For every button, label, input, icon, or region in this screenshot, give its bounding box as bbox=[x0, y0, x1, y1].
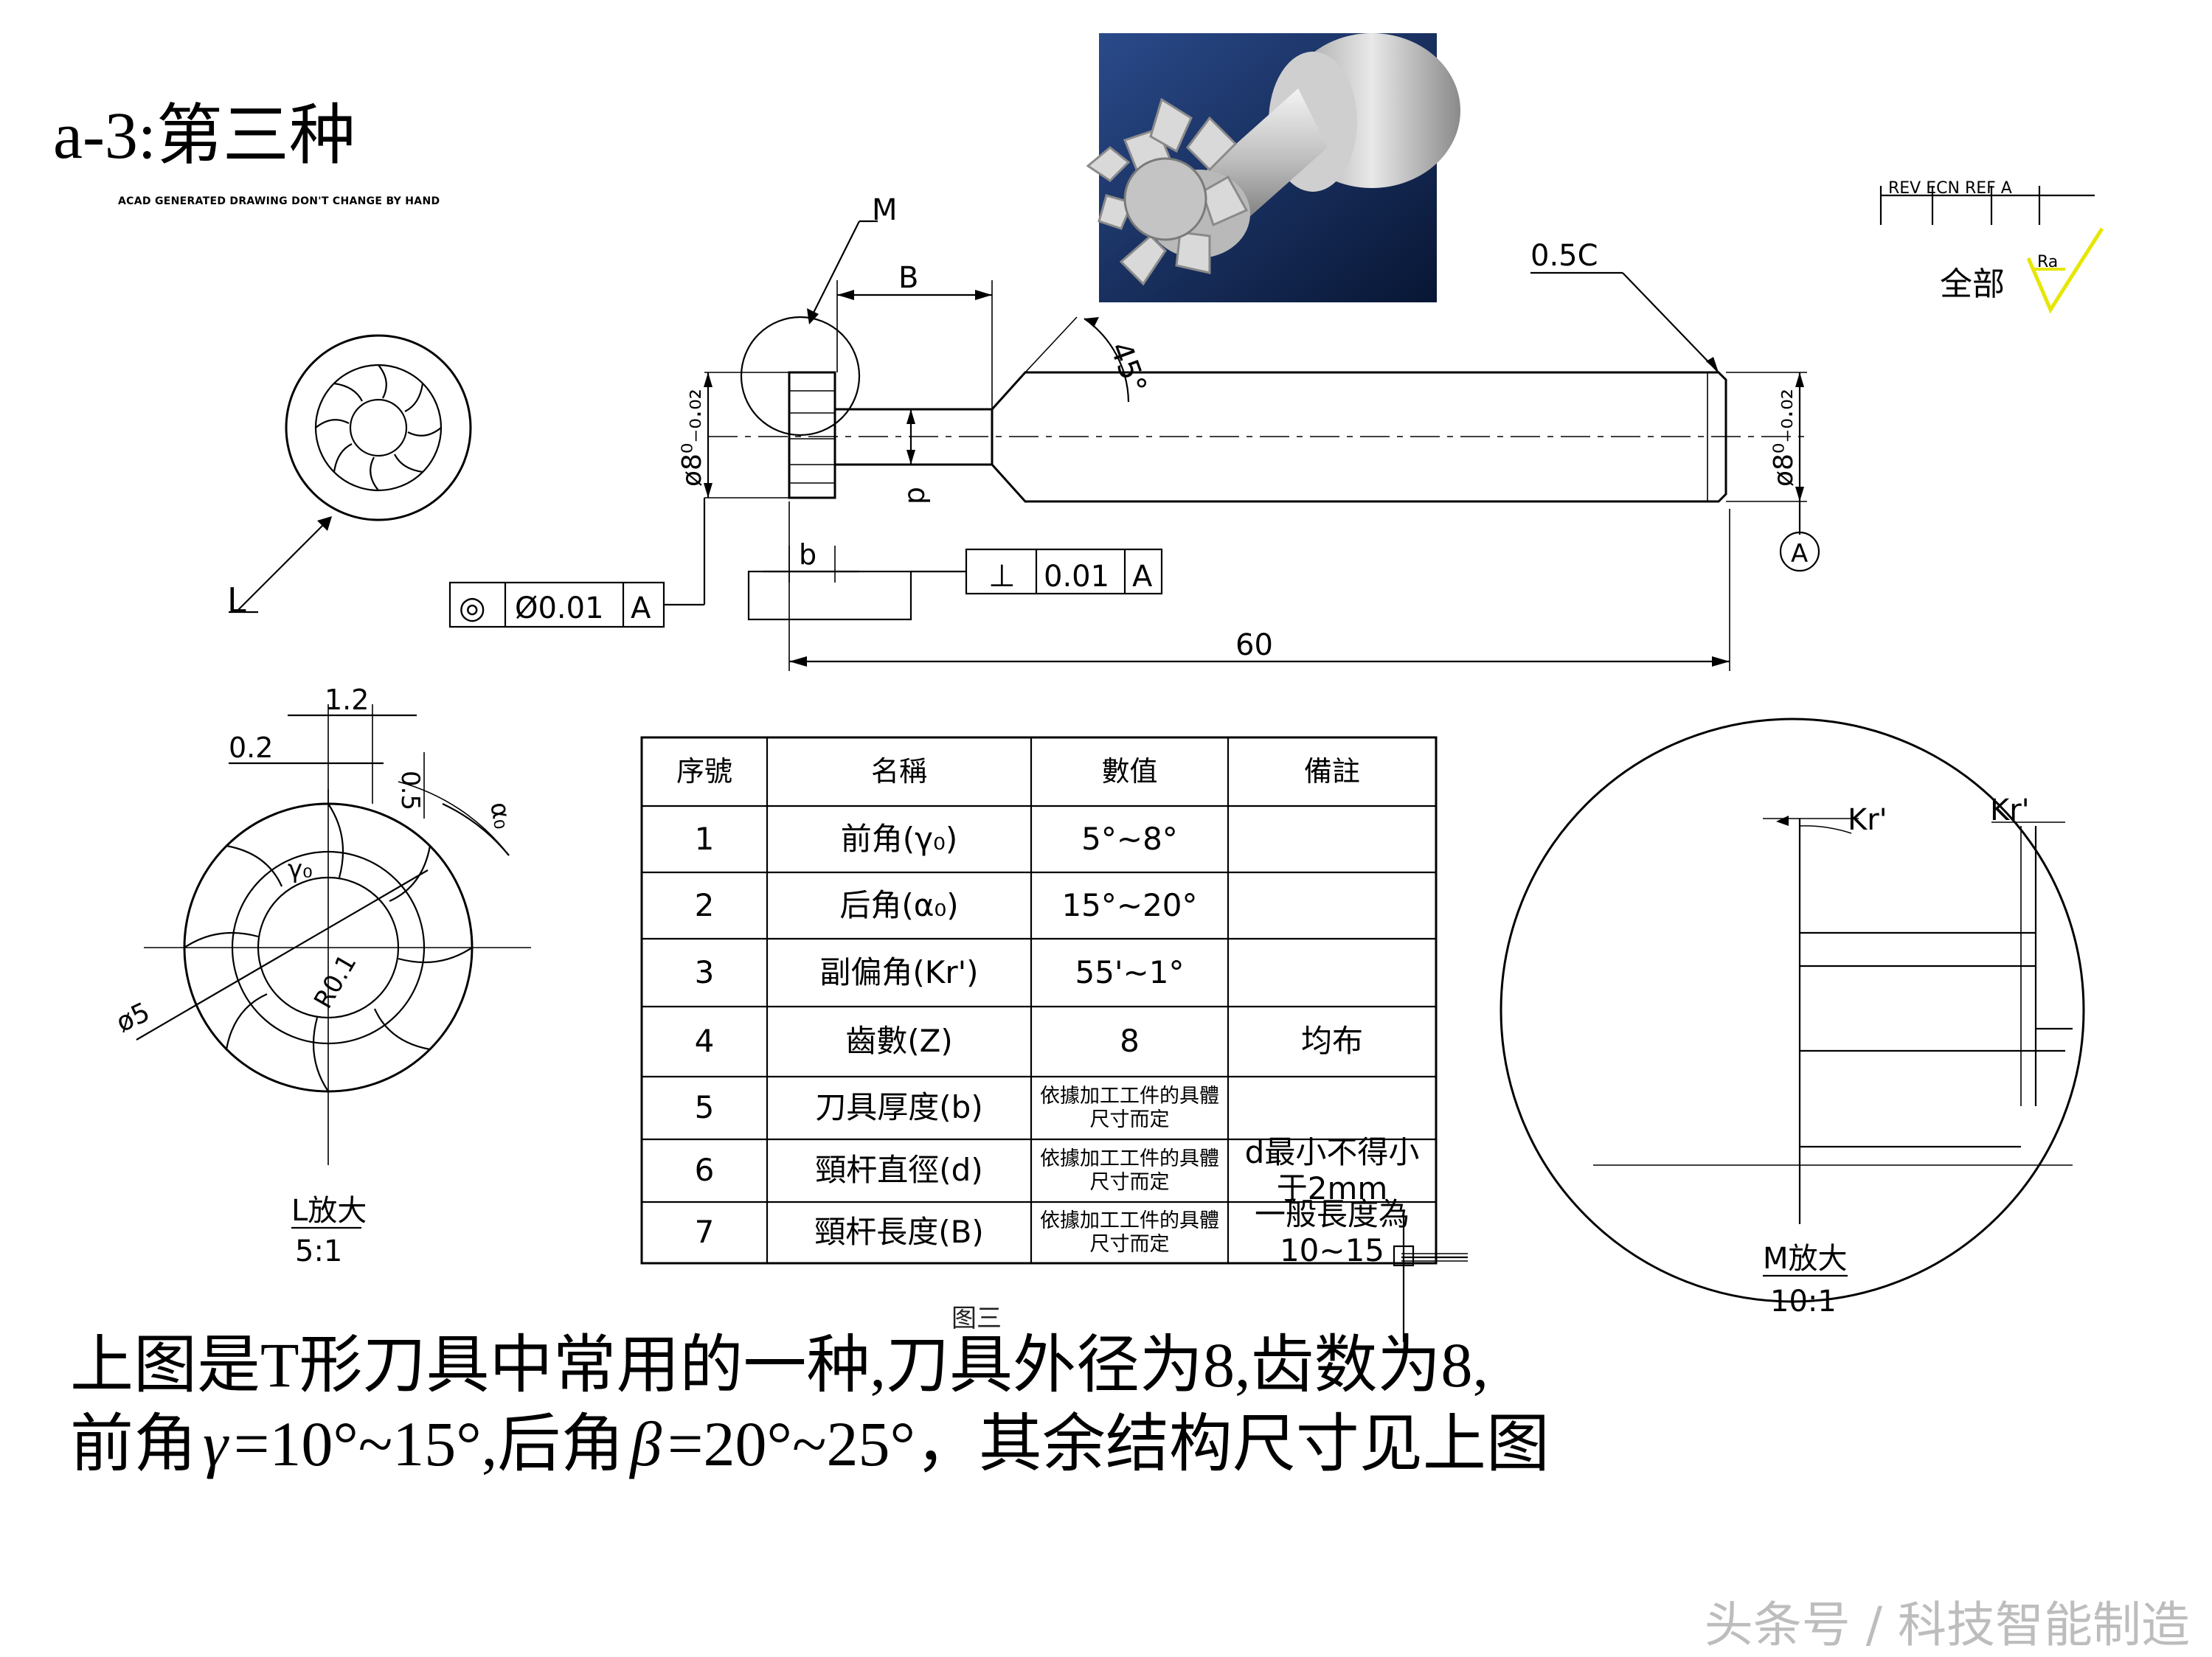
acad-note: ACAD GENERATED DRAWING DON'T CHANGE BY H… bbox=[118, 195, 440, 207]
cutter-render-image bbox=[1086, 33, 1460, 302]
table-header: 名稱 bbox=[870, 754, 927, 788]
table-cell: 副偏角(Kr') bbox=[819, 953, 979, 990]
table-cell-index: 7 bbox=[694, 1214, 715, 1251]
section-dim-3: 0.5 bbox=[395, 771, 425, 810]
table-cell-index: 5 bbox=[694, 1089, 715, 1126]
page-title: a-3:第三种 bbox=[53, 100, 356, 173]
perpendicularity-datum: A bbox=[1132, 560, 1153, 594]
table-cell-index: 2 bbox=[694, 886, 715, 923]
table-cell: 頸杆長度(B) bbox=[814, 1214, 984, 1251]
perpendicularity-value: 0.01 bbox=[1044, 560, 1109, 594]
table-cell bbox=[1228, 806, 1436, 872]
revision-block: REV ECN REF A bbox=[1879, 179, 2095, 225]
table-cell: 依據加工工件的具體尺寸而定 bbox=[1040, 1085, 1219, 1131]
figure-label: 图三 bbox=[951, 1304, 1002, 1333]
parameter-table bbox=[640, 736, 1438, 1265]
chamfer-angle: 45° bbox=[1103, 338, 1153, 398]
section-view-L: 1.2 0.2 0.5 α₀ γ₀ ø5 R0.1 L放大 5:1 bbox=[111, 684, 531, 1268]
table-cell: d最小不得小于2mm bbox=[1244, 1134, 1420, 1206]
detail-caption-bottom: 10:1 bbox=[1770, 1285, 1837, 1319]
table-cell bbox=[1228, 872, 1436, 939]
table-cell: 55'~1° bbox=[1075, 953, 1185, 990]
section-caption-bottom: 5:1 bbox=[295, 1234, 342, 1268]
datum-A: A bbox=[1791, 539, 1808, 569]
table-cell: 15°~20° bbox=[1061, 886, 1198, 923]
table-cell: 5°~8° bbox=[1081, 820, 1178, 857]
detail-caption-top: M放大 bbox=[1763, 1242, 1848, 1276]
table-cell-index: 4 bbox=[694, 1023, 715, 1060]
table-cell bbox=[1228, 939, 1436, 1007]
chamfer-callout: 0.5C bbox=[1530, 239, 1598, 273]
roughness-label: 全部 bbox=[1940, 265, 2005, 303]
concentricity-datum: A bbox=[631, 591, 651, 625]
caption-line-2: 前角γ=10°~15°,后角β=20°~25°，其余结构尺寸见上图 bbox=[70, 1412, 1550, 1476]
caption-gamma: γ bbox=[203, 1408, 228, 1479]
perpendicularity-symbol: ⊥ bbox=[988, 557, 1016, 594]
table-cell-index: 3 bbox=[694, 953, 715, 990]
table-cell: 8 bbox=[1120, 1023, 1140, 1060]
cursor-crosshair bbox=[1393, 1209, 1468, 1342]
dim-B: B bbox=[898, 261, 918, 295]
table-cell: 一般長度為10~15 bbox=[1254, 1196, 1410, 1268]
detail-M-label: M bbox=[872, 193, 898, 227]
table-header: 序號 bbox=[676, 754, 732, 788]
tolerance-perpendicularity: ⊥ 0.01 A bbox=[911, 548, 1163, 595]
dim-60: 60 bbox=[1235, 628, 1273, 662]
table-cell-index: 1 bbox=[694, 820, 715, 857]
concentricity-symbol: ◎ bbox=[459, 589, 486, 625]
detail-view-M: Kr' Kr' M放大 10:1 bbox=[1499, 718, 2085, 1319]
caption-line-1: 上图是T形刀具中常用的一种,刀具外径为8,齿数为8, bbox=[70, 1330, 1489, 1400]
side-view: M B d ø8⁰₋₀.₀₂ ø8⁰₋₀.₀₂ 45° bbox=[677, 193, 1820, 671]
table-cell: 依據加工工件的具體尺寸而定 bbox=[1040, 1209, 1219, 1256]
kr-left: Kr' bbox=[1848, 803, 1887, 837]
watermark: 头条号 / 科技智能制造 bbox=[1704, 1597, 2190, 1653]
table-cell bbox=[1228, 1077, 1436, 1139]
end-view-L: L bbox=[227, 334, 472, 620]
table-cell: 后角(α₀) bbox=[839, 886, 959, 923]
table-header: 數值 bbox=[1101, 754, 1158, 788]
dim-b: b bbox=[799, 538, 817, 571]
table-cell: 前角(γ₀) bbox=[840, 820, 958, 857]
table-cell: 依據加工工件的具體尺寸而定 bbox=[1040, 1147, 1219, 1194]
concentricity-value: Ø0.01 bbox=[515, 591, 604, 625]
table-cell: 刀具厚度(b) bbox=[815, 1089, 983, 1126]
detail-L-label: L bbox=[227, 580, 246, 620]
table-cell: 頸杆直徑(d) bbox=[815, 1152, 983, 1189]
caption-2b: =10°~15°,后角 bbox=[233, 1408, 625, 1479]
gamma-label: γ₀ bbox=[288, 855, 313, 884]
section-caption-top: L放大 bbox=[291, 1194, 367, 1228]
kr-right: Kr' bbox=[1990, 793, 2030, 827]
dim-d: d bbox=[902, 487, 935, 504]
table-cell-index: 6 bbox=[694, 1152, 715, 1189]
table-cell: 均布 bbox=[1300, 1023, 1363, 1060]
section-radius: R0.1 bbox=[308, 949, 362, 1013]
alpha-label: α₀ bbox=[484, 800, 518, 831]
section-dim-1: 1.2 bbox=[325, 684, 369, 716]
svg-text:Ra: Ra bbox=[2037, 253, 2058, 271]
revision-block-text: REV ECN REF A bbox=[1888, 179, 2012, 198]
surface-roughness: 全部 Ra bbox=[1940, 227, 2104, 314]
dia-right: ø8⁰₋₀.₀₂ bbox=[1769, 389, 1799, 487]
section-dim-2: 0.2 bbox=[229, 732, 273, 764]
caption-2c: =20°~25°，其余结构尺寸见上图 bbox=[668, 1408, 1550, 1479]
caption-2a: 前角 bbox=[70, 1408, 197, 1479]
table-cell: 齒數(Z) bbox=[845, 1023, 953, 1060]
tolerance-concentricity: ◎ Ø0.01 A bbox=[448, 498, 706, 628]
caption-beta: β bbox=[630, 1408, 662, 1479]
dia-left: ø8⁰₋₀.₀₂ bbox=[677, 389, 707, 487]
table-header: 備註 bbox=[1303, 754, 1360, 788]
